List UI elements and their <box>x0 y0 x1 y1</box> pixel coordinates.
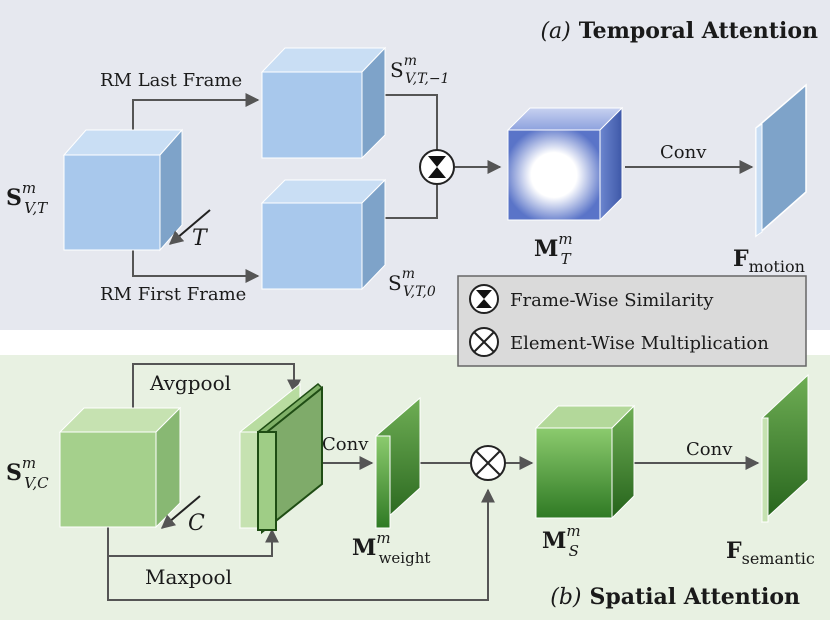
axis-arrow-t <box>168 209 211 245</box>
semantic-feature-label: Fsemantic <box>726 538 815 568</box>
temporal-attention-map-cube <box>506 106 624 222</box>
spatial-conv2-label: Conv <box>686 439 733 460</box>
motion-feature-plate <box>755 83 807 238</box>
axis-arrow-c <box>160 495 201 529</box>
legend-multiplication-label: Element-Wise Multiplication <box>510 333 769 354</box>
axis-label-t: T <box>192 226 209 251</box>
weight-map-plate <box>375 396 421 530</box>
axis-label-c: C <box>188 511 205 536</box>
spatial-connectors <box>107 363 760 601</box>
temporal-input-cube <box>62 128 184 252</box>
pooled-feature-stack <box>239 382 324 535</box>
temporal-conv-label: Conv <box>660 142 707 163</box>
spatial-attention-map-cube <box>534 404 636 520</box>
legend-box: Frame-Wise Similarity Element-Wise Multi… <box>457 275 807 367</box>
spatial-title: (b)Spatial Attention <box>550 584 800 610</box>
maxpool-label: Maxpool <box>145 565 232 589</box>
motion-feature-label: Fmotion <box>733 246 805 276</box>
branch-bottom-label: RM First Frame <box>100 284 246 305</box>
temporal-connectors <box>132 93 754 283</box>
spatial-conv1-label: Conv <box>322 434 369 455</box>
spatial-input-cube <box>58 406 182 529</box>
legend-similarity-label: Frame-Wise Similarity <box>510 290 714 311</box>
legend-multiplication-icon <box>469 327 499 357</box>
legend-similarity-icon <box>469 284 499 314</box>
semantic-feature-plate <box>761 373 809 524</box>
rm-first-frame-cube <box>260 178 387 291</box>
elementwise-multiply-operator <box>470 445 506 481</box>
branch-top-label: RM Last Frame <box>100 70 242 91</box>
temporal-title: (a)Temporal Attention <box>540 18 818 44</box>
frame-similarity-operator <box>419 149 455 185</box>
avgpool-label: Avgpool <box>149 371 231 395</box>
rm-last-frame-cube <box>260 46 387 160</box>
